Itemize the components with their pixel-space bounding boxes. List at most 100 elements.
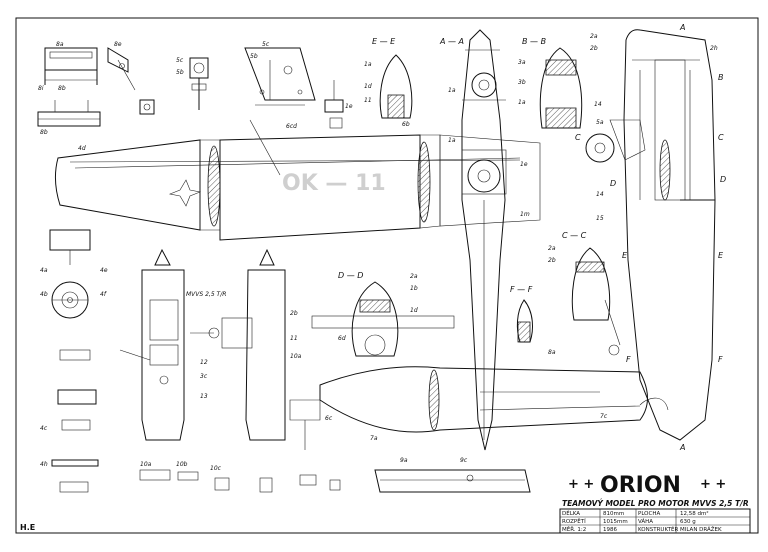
part-label: 5b (176, 69, 184, 76)
part-label: 1e (345, 103, 353, 110)
part-label: C (575, 133, 581, 142)
part-label: 9a (400, 457, 408, 464)
part-label: E (718, 251, 724, 260)
detail-bottom-parts: 10a 10b 10c (139, 461, 341, 493)
part-label: PLOCHA (638, 511, 660, 517)
part-label: 5c (176, 57, 184, 64)
part-label: KONSTRUKTÉR (638, 525, 678, 533)
engine-label: MVVS 2,5 T/R (186, 291, 226, 298)
part-label: 8i (38, 85, 44, 92)
part-label: A — A (439, 37, 464, 46)
part-label: 10a (290, 353, 302, 360)
detail-bracket-8a: 8a 8i 8b (38, 41, 98, 92)
section-c-c: C — C 2a 2b (548, 231, 621, 356)
part-label: A (679, 23, 685, 32)
elevator-pushrod: 9a 9c (374, 457, 531, 493)
part-label: D — D (338, 271, 363, 280)
plan-title: ORION (600, 473, 681, 498)
part-label: 2b (590, 45, 598, 52)
part-label: 15 (596, 215, 604, 222)
part-label: 14 (594, 101, 602, 108)
part-label: 4e (100, 267, 108, 274)
part-label: 11 (290, 335, 298, 342)
title-block: + + ORION + + TEAMOVÝ MODEL PRO MOTOR MV… (559, 473, 751, 534)
title-stars-left: + + (568, 477, 594, 492)
part-label: 4h (40, 461, 48, 468)
part-label: 6b (402, 121, 410, 128)
part-label: MĚŘ. 1:2 (562, 525, 586, 533)
detail-hinge-bracket: 6c (289, 399, 333, 450)
section-d-d: D — D 2a 1b 1d 6d (311, 271, 455, 357)
part-label: F (626, 355, 631, 364)
part-label: 2h (710, 45, 718, 52)
detail-small-parts: 5c 5b (139, 57, 209, 115)
part-label: 1m (520, 211, 530, 218)
part-label: 7c (600, 413, 608, 420)
part-label: 10b (176, 461, 188, 468)
part-label: 12,58 dm² (680, 510, 709, 517)
detail-bellcrank-wheel: 4a 4b 4e 4f (40, 229, 108, 319)
part-label: C — C (562, 231, 587, 240)
section-c-c-round: C (575, 119, 646, 163)
detail-control-horn: 8e (107, 41, 136, 91)
part-label: F (718, 355, 723, 364)
part-label: 6c (325, 415, 333, 422)
part-label: 4b (40, 291, 48, 298)
horizontal-stabilizer: 7a 8a 7c (319, 349, 648, 442)
part-label: 1986 (603, 527, 617, 533)
engine-mount-side: MVVS 2,5 T/R 2b 11 10a (186, 248, 302, 441)
detail-small-fittings: 4c 4h (40, 349, 99, 493)
part-label: A (679, 443, 685, 452)
part-label: 9c (460, 457, 468, 464)
part-label: MILAN DRÁŽEK (680, 525, 722, 533)
part-label: 10c (210, 465, 222, 472)
part-label: 2b (548, 257, 556, 264)
section-cut-markers: A B C D E F D E F A (610, 23, 726, 452)
part-label: 13 (200, 393, 208, 400)
part-label: 5c (262, 41, 270, 48)
part-label: 810mm (603, 511, 624, 517)
part-label: 2a (410, 273, 418, 280)
part-label: 2a (548, 245, 556, 252)
part-label: 1b (410, 285, 418, 292)
part-label: 14 (596, 191, 604, 198)
corner-mark: H.E (20, 523, 35, 532)
part-label: 1a (448, 137, 456, 144)
engine-mount-front: 12 3c 13 (119, 248, 208, 441)
plan-subtitle: TEAMOVÝ MODEL PRO MOTOR MVVS 2,5 T/R (562, 499, 749, 508)
part-label: 4f (100, 291, 107, 298)
part-label: 8e (114, 41, 122, 48)
part-label: 5a (596, 119, 604, 126)
part-label: 6cd (286, 123, 297, 130)
part-label: 630 g (680, 519, 696, 525)
part-label: 1d (364, 83, 372, 90)
part-label: 3c (200, 373, 208, 380)
detail-bellcrank-lower: 8b (37, 100, 101, 136)
part-label: 3b (518, 79, 526, 86)
fuselage-top-view: A — A 1a 1a 1e 1m (439, 29, 530, 451)
section-b-b: B — B 2a 2b 3a 3b 1a (518, 33, 598, 129)
part-label: 10a (140, 461, 152, 468)
wing-registration: OK — 11 (282, 171, 386, 196)
part-label: 11 (364, 97, 372, 104)
sheet-border (15, 17, 759, 534)
part-label: VÁHA (638, 518, 653, 525)
part-label: 4a (40, 267, 48, 274)
part-label: 8b (58, 85, 66, 92)
part-label: 1d (410, 307, 418, 314)
part-label: 1e (520, 161, 528, 168)
part-label: 4c (40, 425, 48, 432)
part-label: B — B (522, 37, 546, 46)
part-label: 3a (518, 59, 526, 66)
section-e-e: E — E 1a 1d 11 (364, 37, 413, 119)
part-label: D (610, 179, 616, 188)
main-wing: OK — 11 6cd 4d 6b (54, 119, 541, 241)
part-label: 1a (518, 99, 526, 106)
detail-hinge-parts: 1e (324, 80, 353, 129)
title-stars-right: + + (700, 477, 726, 492)
part-label: 4d (78, 145, 86, 152)
part-label: 12 (200, 359, 208, 366)
part-label: E — E (372, 37, 396, 46)
section-f-f: F — F (510, 285, 533, 343)
